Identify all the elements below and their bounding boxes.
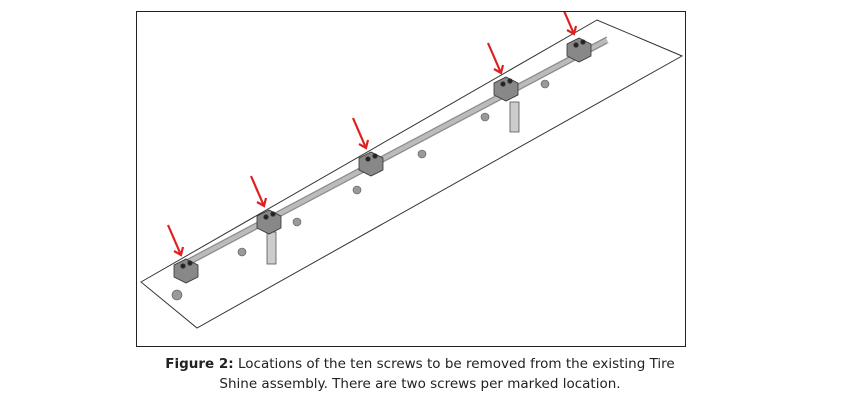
rail [177, 36, 609, 271]
figure-caption: Figure 2: Locations of the ten screws to… [120, 354, 720, 394]
screw [500, 81, 506, 87]
red-arrow [563, 12, 578, 36]
caption-line-1: Locations of the ten screws to be remove… [233, 356, 675, 372]
screw [372, 153, 378, 159]
red-arrow [351, 117, 370, 150]
screw-clamp [566, 37, 592, 63]
screw [187, 260, 193, 266]
screw [365, 156, 371, 162]
screw-clamp [256, 209, 282, 235]
hanger-brackets [266, 101, 520, 265]
screw [573, 42, 579, 48]
red-arrows [166, 12, 578, 257]
screw [263, 214, 269, 220]
red-arrow [249, 175, 268, 208]
red-arrow [486, 42, 505, 75]
tire-shine-assembly-drawing [140, 12, 684, 329]
screw-clamp [358, 151, 384, 177]
screw-clamp [493, 76, 519, 102]
red-arrow [166, 224, 185, 257]
screw [180, 263, 186, 269]
figure-label: Figure 2: [165, 356, 234, 372]
screw-clamp [173, 258, 199, 284]
nozzles [171, 79, 550, 301]
screw [270, 211, 276, 217]
screw [580, 39, 586, 45]
caption-line-2: Shine assembly. There are two screws per… [219, 376, 621, 392]
mounting-plate [140, 19, 684, 329]
screw-clamps [173, 37, 592, 284]
screw [507, 78, 513, 84]
figure-image [136, 11, 686, 347]
